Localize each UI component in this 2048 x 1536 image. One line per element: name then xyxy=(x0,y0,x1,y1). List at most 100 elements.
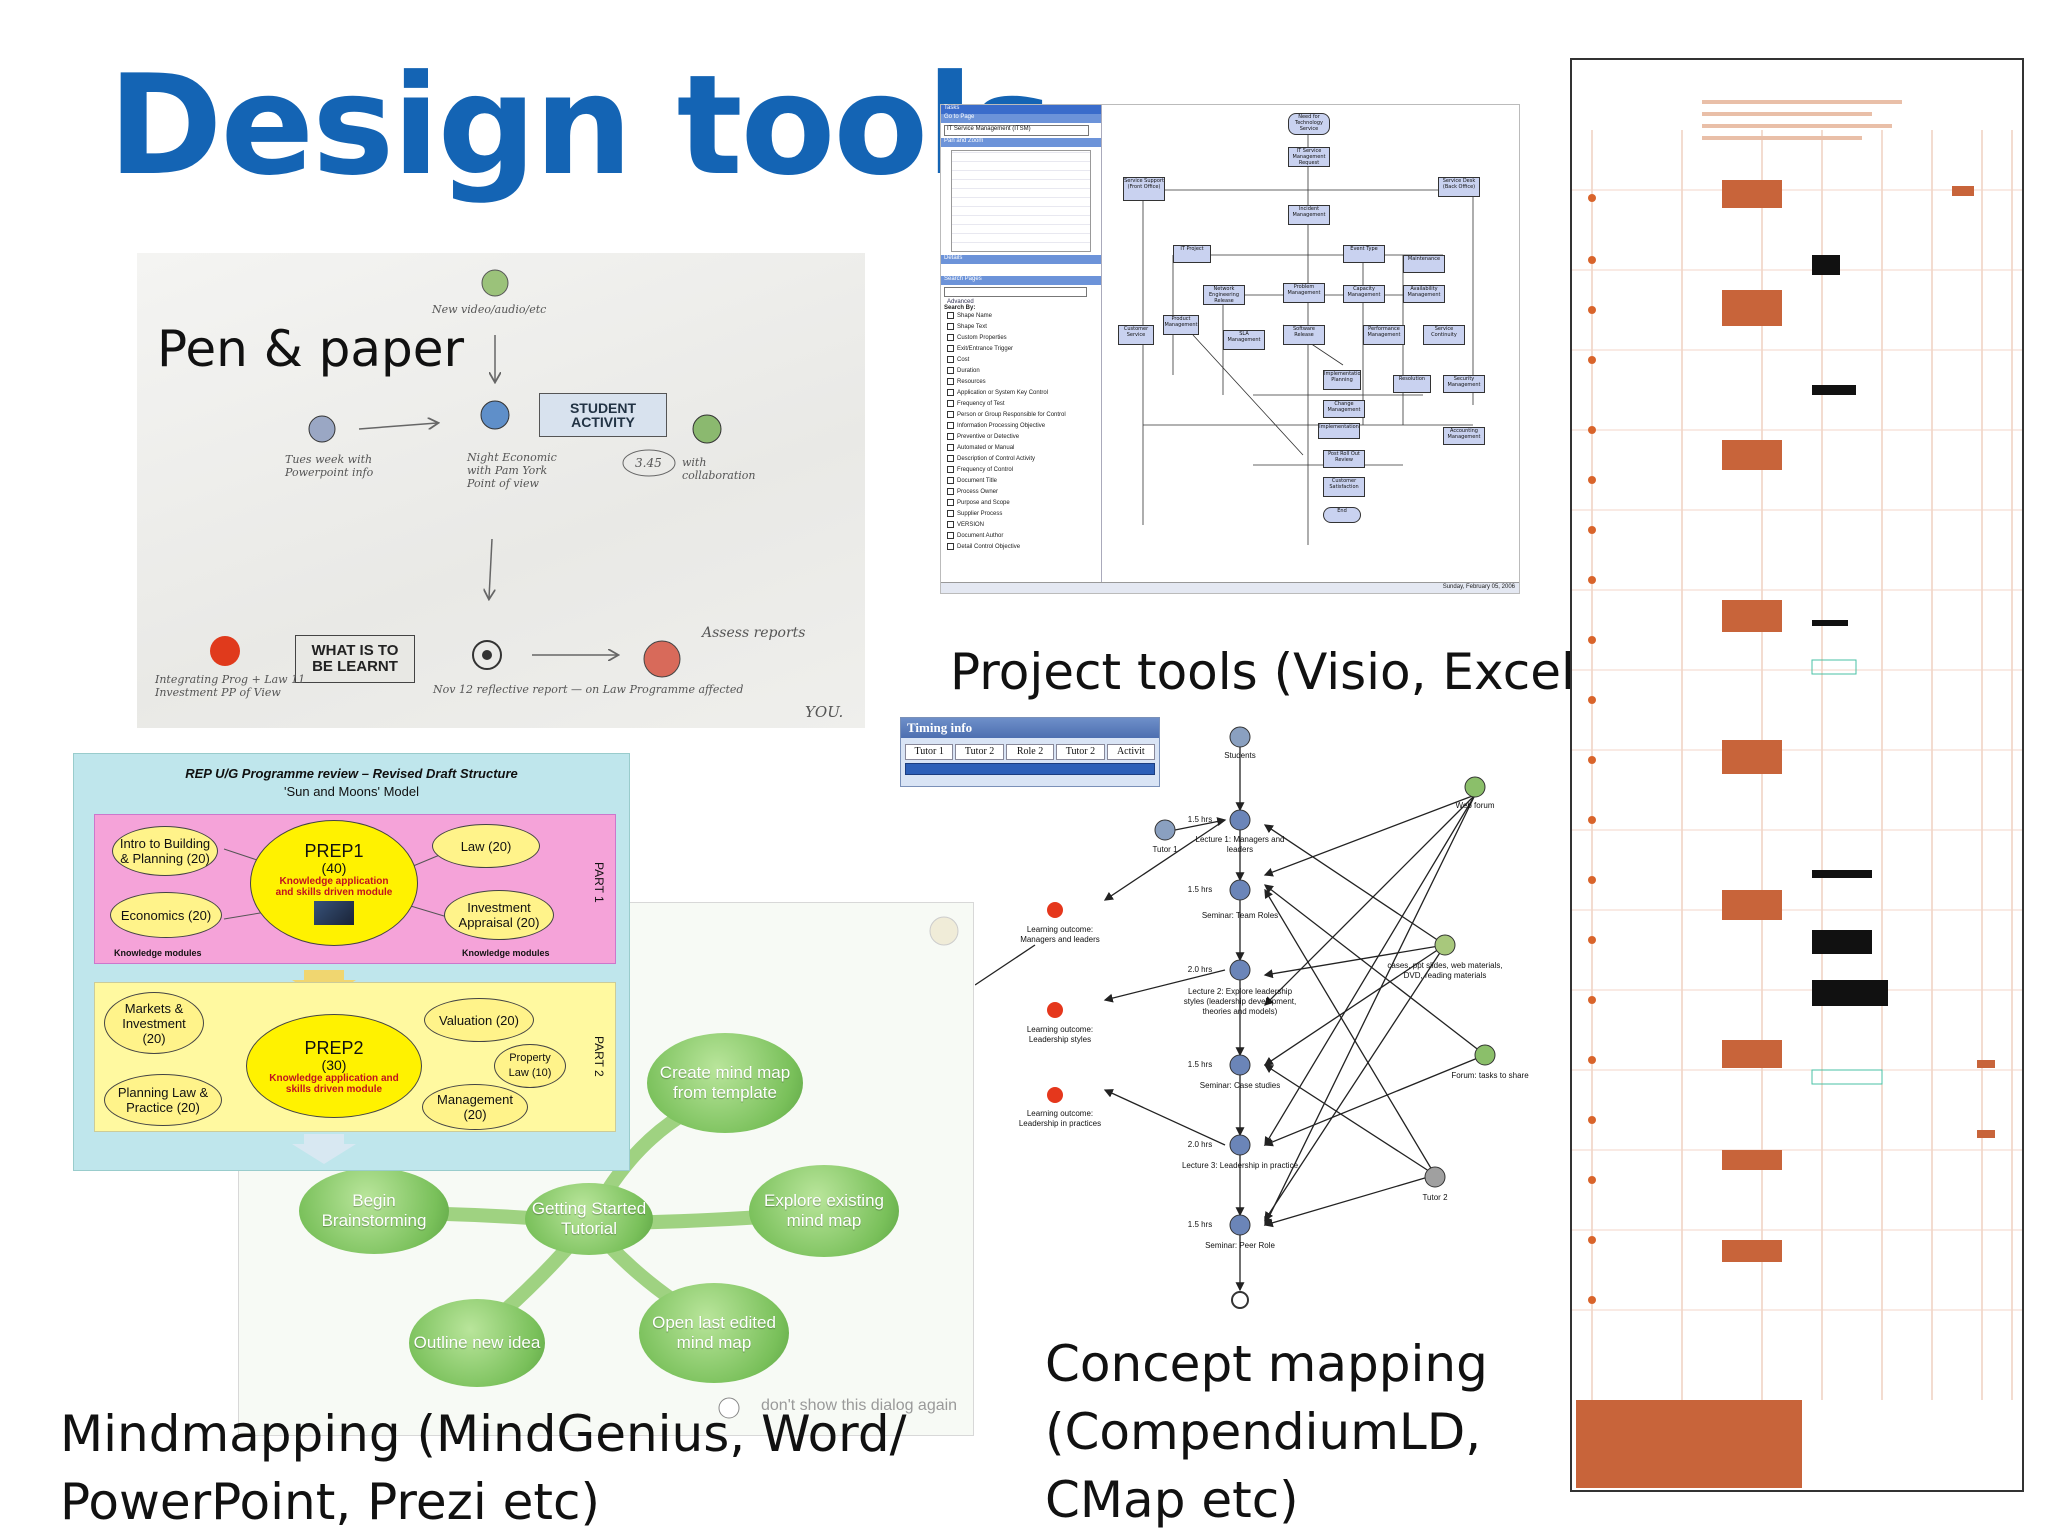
visio-search-field[interactable]: Custom Properties xyxy=(947,333,1101,344)
checkbox-icon[interactable] xyxy=(947,421,954,429)
timing-info-title: Timing info xyxy=(901,718,1159,738)
visio-search-field[interactable]: Information Processing Objective xyxy=(947,421,1101,432)
note-mid: Night Economic with Pam York Point of vi… xyxy=(467,451,557,490)
checkbox-icon[interactable] xyxy=(947,344,954,352)
checkbox-icon[interactable] xyxy=(947,388,954,396)
checkbox-icon[interactable] xyxy=(947,399,954,407)
visio-pan-zoom-thumbnail[interactable] xyxy=(951,150,1091,252)
checkbox-icon[interactable] xyxy=(947,542,954,550)
checkbox-icon[interactable] xyxy=(947,498,954,506)
checkbox-icon[interactable] xyxy=(947,366,954,374)
note-you: YOU. xyxy=(805,703,844,721)
visio-process-box: Resolution xyxy=(1393,375,1431,393)
cm-node-lecture1: Lecture 1: Managers and leaders xyxy=(1195,835,1285,854)
knowledge-label-right: Knowledge modules xyxy=(462,948,550,958)
visio-process-box: Service Continuity xyxy=(1423,325,1465,345)
visio-search-field[interactable]: Shape Name xyxy=(947,311,1101,322)
visio-process-box: End xyxy=(1323,507,1361,523)
cm-node-web-forum: Web forum xyxy=(1455,801,1495,810)
visio-search-field[interactable]: Frequency of Control xyxy=(947,465,1101,476)
cm-duration-3: 2.0 hrs xyxy=(1187,965,1213,974)
visio-search-field[interactable]: Document Title xyxy=(947,476,1101,487)
timing-column-header: Role 2 xyxy=(1005,744,1055,760)
visio-search-field[interactable]: Automated or Manual xyxy=(947,443,1101,454)
visio-search-input[interactable] xyxy=(944,287,1087,297)
caption-mindmapping-2: PowerPoint, Prezi etc) xyxy=(60,1473,600,1531)
checkbox-icon[interactable] xyxy=(947,531,954,539)
checkbox-icon[interactable] xyxy=(947,454,954,462)
checkbox-icon[interactable] xyxy=(947,487,954,495)
checkbox-icon[interactable] xyxy=(947,322,954,330)
checkbox-icon[interactable] xyxy=(947,311,954,319)
visio-process-box: IT Project xyxy=(1173,245,1211,263)
visio-search-field[interactable]: VERSION xyxy=(947,520,1101,531)
note-top: New video/audio/etc xyxy=(432,303,547,316)
visio-search-field[interactable]: Person or Group Responsible for Control xyxy=(947,410,1101,421)
checkbox-icon[interactable] xyxy=(947,355,954,363)
visio-search-field[interactable]: Resources xyxy=(947,377,1101,388)
pen-paper-photo: Pen & paper STUDENT ACTIVITY WHAT IS TO … xyxy=(137,253,865,728)
checkbox-icon[interactable] xyxy=(947,465,954,473)
visio-process-box: Customer Service xyxy=(1118,325,1154,345)
visio-search-field[interactable]: Frequency of Test xyxy=(947,399,1101,410)
caption-pen-paper: Pen & paper xyxy=(157,320,465,378)
mm-create-from-template[interactable]: Create mind map from template xyxy=(647,1033,803,1133)
cm-node-tutor1: Tutor 1 xyxy=(1152,845,1178,854)
caption-project-tools: Project tools (Visio, Excel) xyxy=(950,643,1595,701)
visio-search-field[interactable]: Purpose and Scope xyxy=(947,498,1101,509)
mm-begin-brainstorming[interactable]: Begin Brainstorming xyxy=(299,1168,449,1254)
checkbox-icon[interactable] xyxy=(947,333,954,341)
visio-page-select[interactable]: IT Service Management (ITSM) xyxy=(944,125,1089,136)
visio-pane-header: Tasks xyxy=(941,105,1101,114)
prep1-sun: PREP1 (40) Knowledge application and ski… xyxy=(250,820,418,946)
mm-getting-started[interactable]: Getting Started Tutorial xyxy=(525,1183,653,1255)
visio-search-field[interactable]: Process Owner xyxy=(947,487,1101,498)
module-economics: Economics (20) xyxy=(110,892,222,938)
checkbox-icon[interactable] xyxy=(947,432,954,440)
visio-search-field[interactable]: Detail Control Objective xyxy=(947,542,1101,553)
mm-open-last-edited[interactable]: Open last edited mind map xyxy=(639,1283,789,1383)
timing-info-scrollbar[interactable] xyxy=(905,763,1155,775)
visio-search-field[interactable]: Document Author xyxy=(947,531,1101,542)
visio-search-field[interactable]: Supplier Process xyxy=(947,509,1101,520)
visio-process-box: SLA Management xyxy=(1223,330,1265,350)
visio-search-field[interactable]: Duration xyxy=(947,366,1101,377)
visio-process-box: Service Support (Front Office) xyxy=(1123,177,1165,201)
checkbox-icon[interactable] xyxy=(947,377,954,385)
visio-process-box: Product Management xyxy=(1163,315,1199,335)
visio-search-field[interactable]: Exit/Entrance Trigger xyxy=(947,344,1101,355)
note-time: 3.45 xyxy=(635,456,662,470)
cm-duration-4: 1.5 hrs xyxy=(1187,1060,1213,1069)
cm-node-students: Students xyxy=(1224,751,1256,760)
mm-explore-existing[interactable]: Explore existing mind map xyxy=(749,1165,899,1257)
checkbox-icon[interactable] xyxy=(947,443,954,451)
visio-process-box: Software Release xyxy=(1283,325,1325,345)
mm-outline-new-idea[interactable]: Outline new idea xyxy=(409,1299,545,1387)
model-subtitle: 'Sun and Moons' Model xyxy=(283,784,420,799)
visio-process-box: Accounting Management xyxy=(1443,427,1485,445)
cm-duration-6: 1.5 hrs xyxy=(1187,1220,1213,1229)
cm-duration-2: 1.5 hrs xyxy=(1187,885,1213,894)
visio-search-field[interactable]: Shape Text xyxy=(947,322,1101,333)
model-title: REP U/G Programme review – Revised Draft… xyxy=(185,766,518,781)
mm-dont-show-checkbox-label[interactable]: don't show this dialog again xyxy=(761,1397,958,1414)
visio-advanced-link[interactable]: Advanced xyxy=(947,299,974,305)
visio-search-field[interactable]: Application or System Key Control xyxy=(947,388,1101,399)
visio-search-field[interactable]: Cost xyxy=(947,355,1101,366)
module-property-law: Property Law (10) xyxy=(494,1044,566,1088)
part1-label: PART 1 xyxy=(592,862,606,903)
module-planning-law: Planning Law & Practice (20) xyxy=(104,1074,222,1126)
visio-search-pages-title: Search Pages xyxy=(941,276,1101,285)
checkbox-icon[interactable] xyxy=(947,509,954,517)
visio-search-field[interactable]: Description of Control Activity xyxy=(947,454,1101,465)
visio-process-box: Post Roll Out Review xyxy=(1323,450,1365,468)
visio-status-date: Sunday, February 05, 2006 xyxy=(1442,584,1515,590)
checkbox-icon[interactable] xyxy=(947,410,954,418)
visio-search-field[interactable]: Preventive or Detective xyxy=(947,432,1101,443)
timeline-grid xyxy=(1572,100,2022,1488)
checkbox-icon[interactable] xyxy=(947,476,954,484)
checkbox-icon[interactable] xyxy=(947,520,954,528)
note-assess: Assess reports xyxy=(702,625,806,641)
caption-concept-3: CMap etc) xyxy=(1045,1471,1299,1529)
note-bottom: Nov 12 reflective report — on Law Progra… xyxy=(433,683,744,696)
